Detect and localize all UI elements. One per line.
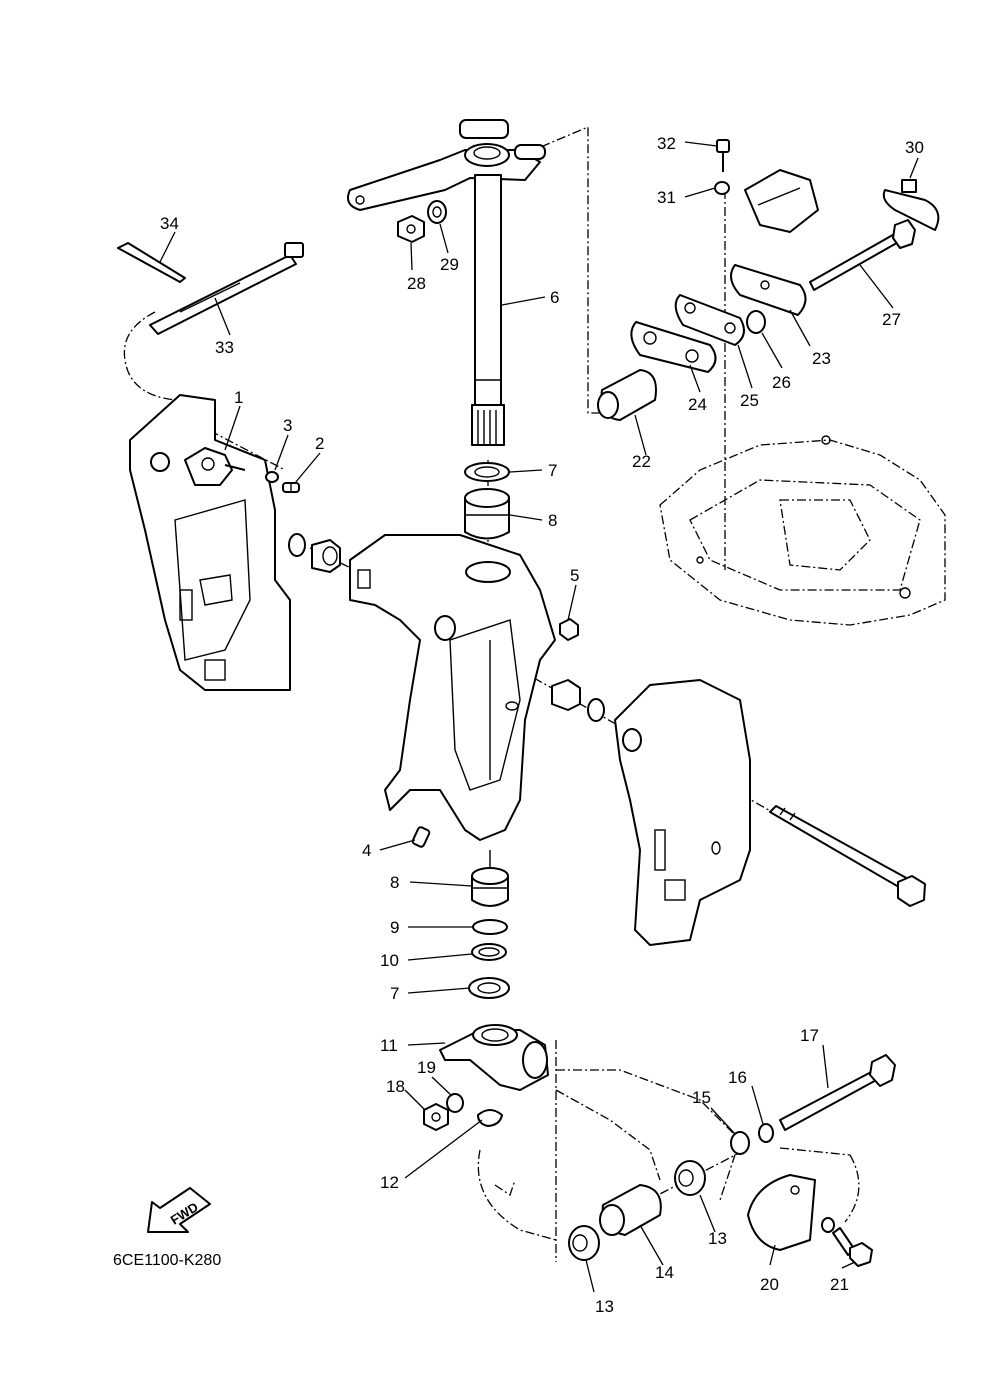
callout-15: 15 xyxy=(692,1088,711,1107)
bushing-lower xyxy=(471,850,509,907)
sensor-washer xyxy=(265,471,279,483)
mount-plate-a xyxy=(630,321,717,373)
bracket-collar-left xyxy=(288,533,341,573)
swivel-screw xyxy=(411,826,431,848)
trim-sensor xyxy=(184,447,246,486)
callout-26: 26 xyxy=(772,373,791,392)
fwd-arrow-icon: FWD xyxy=(147,1187,211,1233)
callout-1: 1 xyxy=(234,388,243,407)
clamp-bracket-right xyxy=(614,679,751,946)
clamp-bracket-left xyxy=(129,394,291,691)
swivel-nut xyxy=(559,618,579,641)
cable-tie xyxy=(117,242,186,283)
thrust-washer-lower xyxy=(468,977,510,999)
mount-bolt-upper xyxy=(809,219,916,291)
washer-lower xyxy=(471,943,507,961)
callout-9: 9 xyxy=(390,918,399,937)
callout-30: 30 xyxy=(905,138,924,157)
callout-27: 27 xyxy=(882,310,901,329)
callout-32: 32 xyxy=(657,134,676,153)
mount-ring xyxy=(758,1123,774,1143)
callout-34: 34 xyxy=(160,214,179,233)
sensor-cable xyxy=(149,242,304,335)
callout-10: 10 xyxy=(380,951,399,970)
callout-7-lower: 7 xyxy=(390,984,399,1003)
callout-5: 5 xyxy=(570,566,579,585)
mount-plate-b xyxy=(674,294,745,346)
callout-24: 24 xyxy=(688,395,707,414)
steering-washer xyxy=(427,200,447,224)
callout-28: 28 xyxy=(407,274,426,293)
callout-33: 33 xyxy=(215,338,234,357)
callout-16: 16 xyxy=(728,1068,747,1087)
diagram-code: 6CE1100-K280 xyxy=(113,1252,221,1269)
steering-nut xyxy=(397,215,425,243)
callout-21: 21 xyxy=(830,1275,849,1294)
grounding-clip xyxy=(882,179,940,231)
callout-18: 18 xyxy=(386,1077,405,1096)
callout-17: 17 xyxy=(800,1026,819,1045)
callout-14: 14 xyxy=(655,1263,674,1282)
mount-damper-b xyxy=(674,1160,706,1196)
lower-case-section xyxy=(477,1069,741,1241)
callout-25: 25 xyxy=(740,391,759,410)
callout-3: 3 xyxy=(283,416,292,435)
cap-bolt xyxy=(716,139,730,172)
upper-mount-rubber xyxy=(597,369,657,421)
engine-base-outline xyxy=(659,435,946,626)
leader-lines xyxy=(159,141,919,1293)
swivel-bracket xyxy=(349,534,556,841)
mount-plate-c xyxy=(730,264,807,316)
bushing-upper xyxy=(464,488,510,540)
mount-washer xyxy=(730,1131,750,1155)
mount-bolt-long xyxy=(779,1054,896,1131)
callout-22: 22 xyxy=(632,452,651,471)
plate-washer xyxy=(746,310,766,334)
callout-7-upper: 7 xyxy=(548,461,557,480)
arm-washer xyxy=(446,1093,464,1113)
cap-washer xyxy=(714,181,730,195)
callout-12: 12 xyxy=(380,1173,399,1192)
tilt-tube-bolt xyxy=(769,805,926,907)
callout-6: 6 xyxy=(550,288,559,307)
callout-numbers: 1 2 3 4 5 6 7 8 8 9 10 7 11 19 18 12 13 … xyxy=(160,134,924,1316)
mount-damper-a xyxy=(568,1225,600,1261)
sensor-screw xyxy=(282,482,300,493)
callout-23: 23 xyxy=(812,349,831,368)
thrust-washer-upper xyxy=(464,462,510,482)
callout-13-lower: 13 xyxy=(595,1297,614,1316)
callout-19: 19 xyxy=(417,1058,436,1077)
callout-4: 4 xyxy=(362,841,371,860)
callout-11: 11 xyxy=(380,1036,398,1055)
callout-31: 31 xyxy=(657,188,676,207)
upper-mount-bushing xyxy=(599,1184,662,1236)
spring-clip xyxy=(477,1109,503,1127)
callout-8-upper: 8 xyxy=(548,511,557,530)
callout-20: 20 xyxy=(760,1275,779,1294)
mount-bolt-short xyxy=(821,1217,873,1267)
o-ring xyxy=(472,919,508,935)
mount-cap xyxy=(744,169,819,233)
steering-shaft xyxy=(347,119,546,446)
callout-2: 2 xyxy=(315,434,324,453)
mount-cover xyxy=(747,1174,816,1251)
callout-8-lower: 8 xyxy=(390,873,399,892)
callout-29: 29 xyxy=(440,255,459,274)
bracket-collar-right xyxy=(551,679,605,722)
steering-arm-lower xyxy=(439,1024,549,1091)
arm-nut xyxy=(423,1103,449,1131)
callout-13-upper: 13 xyxy=(708,1229,727,1248)
